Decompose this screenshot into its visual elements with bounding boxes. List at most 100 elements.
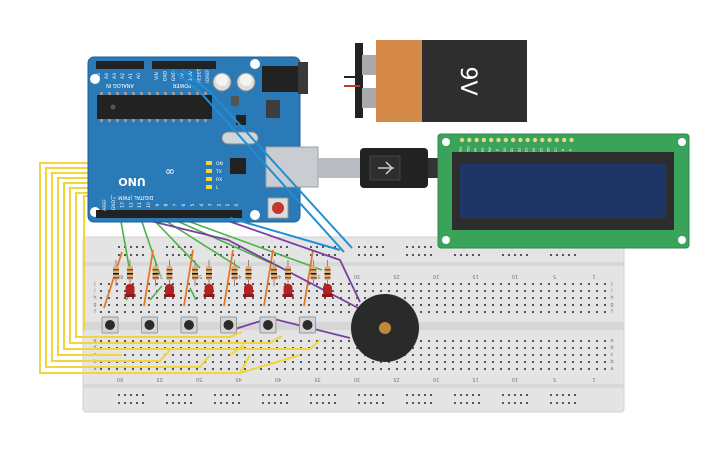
breadboard-hole	[556, 361, 558, 363]
column-number: 1	[592, 273, 595, 279]
piezo-buzzer[interactable]	[351, 294, 419, 362]
resistor-band	[324, 277, 331, 279]
breadboard-hole	[452, 304, 454, 306]
power-pin-label: 5V	[180, 72, 186, 79]
rail-hole	[376, 394, 378, 396]
breadboard-hole	[580, 361, 582, 363]
breadboard-hole	[188, 304, 190, 306]
breadboard-hole	[428, 290, 430, 292]
rail-hole	[508, 402, 510, 404]
breadboard-hole	[340, 290, 342, 292]
rail-hole	[568, 254, 570, 256]
breadboard-hole	[212, 368, 214, 370]
column-number: 25	[393, 376, 399, 382]
breadboard-hole	[220, 368, 222, 370]
breadboard-hole	[236, 368, 238, 370]
rail-hole	[118, 246, 120, 248]
breadboard-hole	[140, 368, 142, 370]
breadboard-hole	[268, 311, 270, 313]
breadboard-hole	[220, 297, 222, 299]
breadboard-hole	[412, 304, 414, 306]
rail-hole	[364, 246, 366, 248]
resistor-band	[231, 277, 238, 279]
breadboard-hole	[172, 304, 174, 306]
resistor-band	[113, 277, 119, 279]
breadboard-hole	[228, 361, 230, 363]
breadboard-hole	[404, 297, 406, 299]
breadboard-hole	[540, 368, 542, 370]
lcd-pin	[459, 137, 465, 143]
breadboard-hole	[548, 361, 550, 363]
breadboard-hole	[348, 311, 350, 313]
rail-hole	[268, 246, 270, 248]
breadboard-hole	[324, 304, 326, 306]
breadboard-hole	[572, 354, 574, 356]
battery-9v[interactable]: 9V	[344, 40, 527, 122]
breadboard-hole	[420, 368, 422, 370]
breadboard-hole	[156, 311, 158, 313]
breadboard-hole	[356, 290, 358, 292]
orange-wires[interactable]	[103, 249, 314, 309]
breadboard-hole	[540, 361, 542, 363]
breadboard-hole	[452, 290, 454, 292]
rail-hole	[454, 402, 456, 404]
chip-pin	[188, 92, 191, 95]
breadboard-hole	[316, 283, 318, 285]
chip-pin	[156, 119, 159, 122]
breadboard-hole	[252, 354, 254, 356]
breadboard-hole	[380, 368, 382, 370]
lcd-pin-label: D4	[532, 147, 536, 153]
lcd-pin-label: D1	[510, 148, 514, 153]
rail-hole	[334, 402, 336, 404]
row-letter: g	[610, 302, 613, 308]
breadboard-hole	[292, 290, 294, 292]
breadboard-hole	[364, 297, 366, 299]
rail-hole	[214, 254, 216, 256]
digital-pin-label: 12	[128, 202, 134, 208]
breadboard-hole	[460, 361, 462, 363]
breadboard-hole	[108, 368, 110, 370]
rail-hole	[178, 402, 180, 404]
chip-pin	[132, 92, 135, 95]
rail-hole	[382, 394, 384, 396]
usb-cable[interactable]	[265, 146, 440, 188]
breadboard-hole	[332, 311, 334, 313]
breadboard-hole	[540, 297, 542, 299]
rail-hole	[364, 254, 366, 256]
dc-power-jack[interactable]	[262, 66, 302, 92]
breadboard-hole	[516, 297, 518, 299]
breadboard-hole	[148, 368, 150, 370]
breadboard-hole	[548, 354, 550, 356]
lcd-pin	[503, 137, 508, 143]
rail-hole	[328, 254, 330, 256]
breadboard-hole	[348, 297, 350, 299]
breadboard-hole	[196, 340, 198, 342]
breadboard-hole	[132, 297, 134, 299]
breadboard-hole	[236, 340, 238, 342]
row-letter: j	[610, 281, 612, 287]
breadboard-hole	[492, 283, 494, 285]
breadboard-hole	[324, 361, 326, 363]
led	[204, 284, 214, 296]
resistors	[113, 260, 331, 286]
breadboard-hole	[276, 354, 278, 356]
breadboard-hole	[468, 304, 470, 306]
breadboard-hole	[284, 368, 286, 370]
breadboard-hole	[204, 304, 206, 306]
rail-hole	[382, 246, 384, 248]
rail-hole	[412, 254, 414, 256]
breadboard-hole	[428, 354, 430, 356]
blue-wires[interactable]	[171, 69, 353, 253]
breadboard-hole	[292, 368, 294, 370]
breadboard-hole	[460, 283, 462, 285]
breadboard-hole	[180, 354, 182, 356]
breadboard-hole	[476, 347, 478, 349]
chip-pin	[196, 119, 199, 122]
breadboard-hole	[388, 290, 390, 292]
breadboard-hole	[324, 311, 326, 313]
leds	[124, 284, 333, 297]
breadboard-hole	[340, 354, 342, 356]
breadboard-hole	[476, 340, 478, 342]
